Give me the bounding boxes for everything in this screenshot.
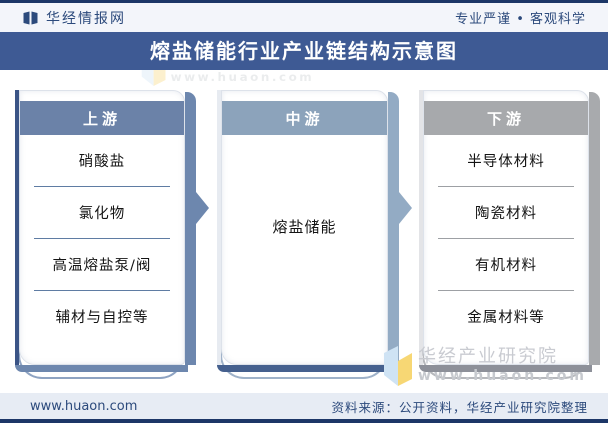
right-arrow-icon [399, 192, 412, 224]
card-side-strip [589, 92, 600, 365]
chain-columns: 上游 硝酸盐氯化物高温熔盐泵/阀辅材与自控等 中游 熔盐储能 [0, 90, 608, 379]
card-side-strip [388, 92, 399, 365]
card-side-strip [185, 92, 196, 365]
watermark-url: www.huaon.com [170, 70, 315, 85]
brand-name: 华经情报网 [46, 10, 126, 27]
chain-item: 半导体材料 [467, 154, 545, 170]
chain-item: 辅材与自控等 [55, 310, 149, 326]
item-divider [438, 238, 574, 239]
chain-item: 有机材料 [475, 258, 537, 274]
header-slogan: 专业严谨 • 客观科学 [455, 12, 586, 27]
watermark-name: 华经产业研究院 [171, 70, 315, 71]
chain-item: 高温熔盐泵/阀 [52, 258, 152, 274]
column-items: 硝酸盐氯化物高温熔盐泵/阀辅材与自控等 [20, 135, 184, 364]
top-border-line [0, 0, 608, 3]
column-header: 下游 [424, 101, 588, 135]
chain-item: 金属材料等 [467, 310, 545, 326]
card-bottom-strip [217, 365, 391, 372]
item-divider [438, 290, 574, 291]
card-left-bar [217, 90, 221, 365]
card-body: 中游 熔盐储能 [221, 90, 388, 365]
bottom-border-line [0, 419, 608, 423]
column-items: 熔盐储能 [222, 135, 387, 364]
column-header: 中游 [222, 101, 387, 135]
watermark-faint: 华经产业研究院 www.huaon.com [140, 70, 314, 86]
chain-item: 熔盐储能 [272, 218, 337, 236]
card-left-bar [419, 90, 423, 365]
item-divider [438, 186, 574, 187]
open-book-logo-icon [22, 11, 39, 25]
chain-item: 硝酸盐 [78, 154, 126, 170]
page-title: 熔盐储能行业产业链结构示意图 [0, 32, 608, 70]
chain-item: 陶瓷材料 [475, 206, 537, 222]
card-bottom-strip [419, 365, 592, 372]
column-items: 半导体材料陶瓷材料有机材料金属材料等 [424, 135, 588, 364]
column-downstream: 下游 半导体材料陶瓷材料有机材料金属材料等 [419, 90, 600, 379]
card-bottom-strip [15, 365, 188, 372]
footer-source-note: 资料来源：公开资料，华经产业研究院整理 [331, 399, 588, 415]
column-upstream: 上游 硝酸盐氯化物高温熔盐泵/阀辅材与自控等 [15, 90, 209, 379]
footer-site-link[interactable]: www.huaon.com [30, 398, 138, 414]
card-body: 上游 硝酸盐氯化物高温熔盐泵/阀辅材与自控等 [19, 90, 185, 365]
watermark-logo-icon [140, 70, 166, 86]
item-divider [34, 238, 170, 239]
footer-bar: www.huaon.com 资料来源：公开资料，华经产业研究院整理 [0, 393, 608, 419]
right-arrow-icon [196, 192, 209, 224]
card-left-bar [15, 90, 19, 365]
brand: 华经情报网 [22, 8, 126, 28]
column-header: 上游 [20, 101, 184, 135]
card-body: 下游 半导体材料陶瓷材料有机材料金属材料等 [423, 90, 589, 365]
item-divider [34, 186, 170, 187]
column-midstream: 中游 熔盐储能 [217, 90, 412, 379]
diagram-area: 华经产业研究院 www.huaon.com 上游 硝酸盐氯化物高温熔盐泵/阀辅材… [0, 70, 608, 393]
chain-item: 氯化物 [78, 206, 126, 222]
item-divider [34, 290, 170, 291]
site-header: 华经情报网 专业严谨 • 客观科学 [0, 3, 608, 32]
